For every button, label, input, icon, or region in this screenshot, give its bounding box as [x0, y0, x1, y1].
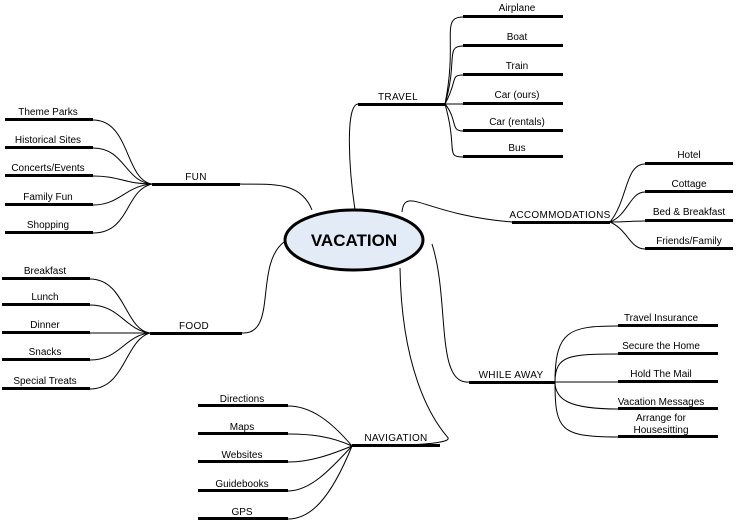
- connector-center-food: [241, 241, 285, 334]
- leaf-underline: [463, 129, 563, 132]
- leaf-underline: [198, 489, 288, 492]
- connector-center-fun: [239, 183, 313, 211]
- fun-item-theme-parks: Theme Parks: [18, 107, 77, 118]
- leaf-underline: [645, 219, 733, 222]
- leaf-underline: [618, 435, 718, 438]
- leaf-underline: [2, 303, 90, 306]
- while-away-branch-label: WHILE AWAY: [479, 370, 544, 381]
- leaf-underline: [198, 460, 288, 463]
- navigation-item-gps: GPS: [231, 507, 252, 518]
- leaf-underline: [5, 118, 93, 121]
- food-item-snacks: Snacks: [29, 347, 62, 358]
- connector-center-travel: [348, 103, 359, 211]
- accommodations-branch-label: ACCOMMODATIONS: [509, 210, 610, 221]
- accommodations-item-hotel: Hotel: [677, 150, 700, 161]
- while-away-item-secure-home: Secure the Home: [622, 341, 700, 352]
- leaf-underline: [5, 146, 93, 149]
- navigation-branch-underline: [352, 444, 440, 447]
- connector-center-while-away: [431, 243, 470, 383]
- leaf-underline: [463, 102, 563, 105]
- leaf-underline: [2, 277, 90, 280]
- accommodations-branch-underline: [512, 221, 610, 224]
- fun-item-concerts-events: Concerts/Events: [11, 163, 84, 174]
- fun-item-family-fun: Family Fun: [23, 192, 72, 203]
- leaf-underline: [645, 247, 733, 250]
- navigation-item-websites: Websites: [222, 450, 263, 461]
- fun-item-historical-sites: Historical Sites: [15, 135, 81, 146]
- center-label: VACATION: [311, 231, 397, 250]
- while-away-item-travel-insurance: Travel Insurance: [624, 313, 699, 324]
- connector-while-away-items: [554, 325, 619, 438]
- while-away-item-hold-mail: Hold The Mail: [630, 369, 692, 380]
- connector-food-items: [89, 278, 151, 390]
- leaf-underline: [463, 15, 563, 18]
- travel-item-car-ours: Car (ours): [494, 90, 539, 101]
- connector-navigation-items: [287, 405, 353, 520]
- food-branch-label: FOOD: [179, 321, 209, 332]
- accommodations-item-friends-family: Friends/Family: [656, 236, 722, 247]
- center-node: [283, 208, 425, 272]
- connector-accommodations-items: [609, 163, 646, 250]
- leaf-underline: [5, 231, 93, 234]
- food-item-breakfast: Breakfast: [24, 266, 66, 277]
- leaf-underline: [463, 155, 563, 158]
- leaf-underline: [2, 331, 90, 334]
- travel-item-train: Train: [506, 61, 528, 72]
- accommodations-item-bed-breakfast: Bed & Breakfast: [653, 207, 725, 218]
- navigation-item-maps: Maps: [230, 422, 254, 433]
- leaf-underline: [463, 73, 563, 76]
- leaf-underline: [618, 352, 718, 355]
- leaf-underline: [645, 190, 733, 193]
- leaf-underline: [5, 203, 93, 206]
- leaf-underline: [198, 517, 288, 520]
- food-item-lunch: Lunch: [31, 292, 58, 303]
- navigation-item-guidebooks: Guidebooks: [215, 479, 268, 490]
- connector-fun-items: [92, 119, 153, 234]
- fun-item-shopping: Shopping: [27, 220, 69, 231]
- leaf-underline: [2, 387, 90, 390]
- while-away-item-arrange-for: Arrange for: [636, 413, 687, 424]
- travel-branch-label: TRAVEL: [378, 92, 418, 103]
- leaf-underline: [2, 358, 90, 361]
- travel-branch-underline: [358, 103, 445, 106]
- leaf-underline: [463, 44, 563, 47]
- leaf-underline: [618, 324, 718, 327]
- leaf-underline: [618, 380, 718, 383]
- leaf-underline: [645, 162, 733, 165]
- travel-item-boat: Boat: [507, 32, 528, 43]
- fun-branch-underline: [152, 183, 240, 186]
- fun-branch-label: FUN: [185, 172, 206, 183]
- leaf-underline: [5, 174, 93, 177]
- food-item-dinner: Dinner: [30, 320, 60, 331]
- while-away-item-vacation-messages: Vacation Messages: [618, 397, 705, 408]
- connector-travel-items: [444, 16, 464, 158]
- accommodations-item-cottage: Cottage: [671, 179, 706, 190]
- leaf-underline: [198, 432, 288, 435]
- leaf-underline: [198, 404, 288, 407]
- while-away-item-housesitting: Housesitting: [633, 425, 688, 436]
- navigation-branch-label: NAVIGATION: [364, 433, 427, 444]
- food-item-special-treats: Special Treats: [13, 376, 76, 387]
- travel-item-car-rentals: Car (rentals): [489, 117, 545, 128]
- leaf-underline: [618, 407, 718, 410]
- connector-center-navigation: [351, 267, 449, 447]
- connector-center-accommodations: [401, 200, 513, 223]
- travel-item-airplane: Airplane: [499, 3, 536, 14]
- travel-item-bus: Bus: [508, 143, 525, 154]
- while-away-branch-underline: [469, 381, 555, 384]
- navigation-item-directions: Directions: [220, 394, 264, 405]
- food-branch-underline: [150, 332, 242, 335]
